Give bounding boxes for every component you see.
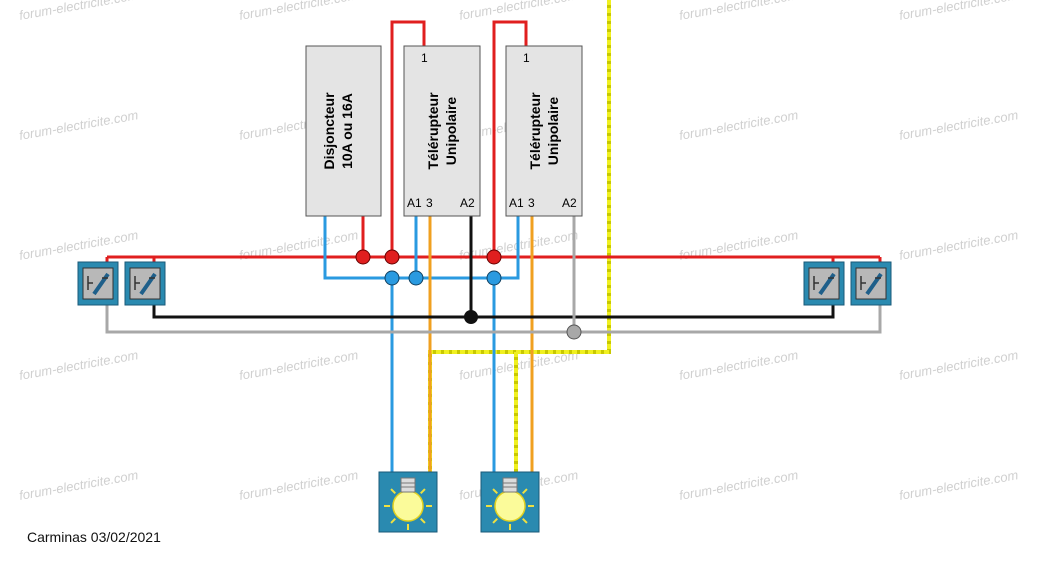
watermark-text: forum-electricite.com xyxy=(18,0,140,23)
watermark-text: forum-electricite.com xyxy=(238,467,360,503)
watermark-text: forum-electricite.com xyxy=(238,347,360,383)
relay1-terminal-1: 1 xyxy=(421,51,428,65)
relay1-label-line2: Unipolaire xyxy=(443,97,459,166)
watermark-text: forum-electricite.com xyxy=(898,467,1020,503)
push-button-switch-icon xyxy=(124,261,166,306)
watermark-text: forum-electricite.com xyxy=(18,347,140,383)
relay2-terminal-1: 1 xyxy=(523,51,530,65)
light-bulb-icon xyxy=(480,471,540,533)
junctions xyxy=(355,249,582,340)
watermark-text: forum-electricite.com xyxy=(238,0,360,23)
breaker-module: Disjoncteur 10A ou 16A xyxy=(305,45,382,217)
author-signature: Carminas 03/02/2021 xyxy=(27,529,161,545)
relay2-terminal-3: 3 xyxy=(528,196,535,210)
switched-wires xyxy=(428,216,534,475)
relay2-label-line2: Unipolaire xyxy=(545,97,561,166)
relay-module-2: 1 Télérupteur Unipolaire A1 3 A2 xyxy=(505,45,583,217)
relay1-terminal-a2: A2 xyxy=(460,196,475,210)
watermark-text: forum-electricite.com xyxy=(18,107,140,143)
lamp-group xyxy=(378,471,540,533)
watermark-text: forum-electricite.com xyxy=(898,347,1020,383)
relay-module-1: 1 Télérupteur Unipolaire A1 3 A2 xyxy=(403,45,481,217)
push-button-switch-icon xyxy=(803,261,845,306)
watermark-text: forum-electricite.com xyxy=(898,107,1020,143)
relay1-terminal-a1: A1 xyxy=(407,196,422,210)
push-button-switch-icon xyxy=(850,261,892,306)
watermark-text: forum-electricite.com xyxy=(678,107,800,143)
light-bulb-icon xyxy=(378,471,438,533)
watermark-text: forum-electricite.com xyxy=(678,347,800,383)
watermark-text: forum-electricite.com xyxy=(678,0,800,23)
breaker-label-line2: 10A ou 16A xyxy=(339,93,355,169)
relay1-label-line1: Télérupteur xyxy=(425,92,441,170)
watermark-text: forum-electricite.com xyxy=(458,0,580,23)
breaker-label-line1: Disjoncteur xyxy=(321,92,337,170)
watermark-text: forum-electricite.com xyxy=(678,467,800,503)
watermark-text: forum-electricite.com xyxy=(18,467,140,503)
control-wires xyxy=(105,216,882,334)
relay1-terminal-3: 3 xyxy=(426,196,433,210)
watermark-text: forum-electricite.com xyxy=(898,0,1020,23)
relay2-terminal-a2: A2 xyxy=(562,196,577,210)
relay2-label-line1: Télérupteur xyxy=(527,92,543,170)
push-button-switch-icon xyxy=(77,261,119,306)
relay2-terminal-a1: A1 xyxy=(509,196,524,210)
push-button-group xyxy=(77,261,892,306)
watermark-text: forum-electricite.com xyxy=(898,227,1020,263)
